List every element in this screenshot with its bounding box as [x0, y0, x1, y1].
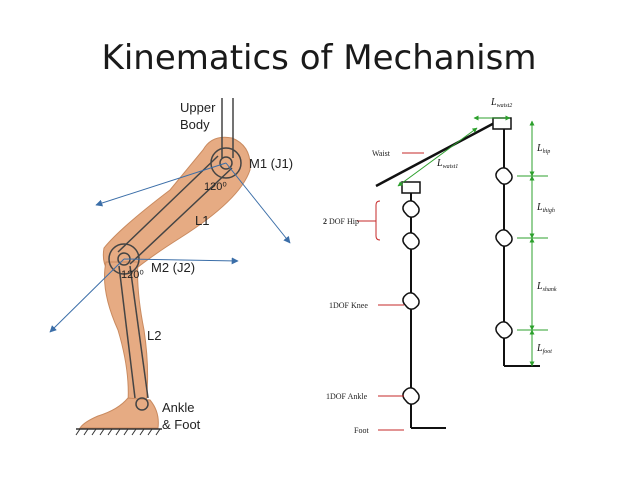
arrow-knee-right: [123, 257, 239, 265]
shank-shape: [104, 261, 149, 405]
rear-joints: [495, 167, 513, 339]
label-waist: Waist: [372, 149, 391, 158]
label-angle-knee: 120⁰: [121, 269, 144, 281]
joint-m1-outer: [210, 147, 242, 179]
leg-illustration: Upper Body M1 (J1) 120⁰ L1 M2 (J2) 120⁰ …: [49, 98, 293, 436]
label-m1: M1 (J1): [249, 156, 293, 171]
joint-ankle: [135, 397, 149, 411]
label-l-waist2: Lwaist2: [490, 97, 512, 109]
arrow-knee-down: [49, 258, 125, 333]
label-l2: L2: [147, 328, 161, 343]
joint-m1-inner: [219, 156, 233, 170]
waist-bar: [375, 118, 501, 188]
label-dof-ankle: 1DOF Ankle: [326, 392, 368, 401]
slide-title: Kinematics of Mechanism: [101, 38, 537, 78]
arrow-hip-left: [95, 162, 227, 207]
label-ankle-2: & Foot: [162, 417, 201, 432]
label-l-foot: Lfoot: [536, 343, 552, 355]
label-foot: Foot: [354, 426, 369, 435]
rear-hip-block: [492, 117, 512, 130]
arrow-hip-down: [225, 162, 291, 244]
link-l1-a: [117, 155, 219, 253]
label-upper-1: Upper: [180, 100, 216, 115]
label-m2: M2 (J2): [151, 260, 195, 275]
label-angle-hip: 120⁰: [204, 181, 227, 193]
label-l1: L1: [195, 213, 209, 228]
label-l-thigh: Lthigh: [536, 202, 555, 214]
link-l1-b: [129, 167, 233, 265]
front-hip-block: [401, 181, 421, 194]
front-joints: [402, 200, 420, 405]
kinematic-schematic: Lwaist2 Lwaist1 Lhip Lthigh Lshank Lfoot…: [323, 97, 557, 435]
link-l2-b: [129, 265, 149, 399]
link-l2-a: [118, 265, 136, 399]
ground-hatch: [75, 428, 161, 436]
label-dof-knee: 1DOF Knee: [329, 301, 368, 310]
foot-shape: [79, 397, 159, 429]
label-l-hip: Lhip: [536, 143, 550, 155]
label-dof-hip: 2 DOF Hip: [323, 217, 359, 226]
label-upper-2: Body: [180, 117, 210, 132]
label-l-shank: Lshank: [536, 281, 557, 293]
green-dimensions: [397, 115, 548, 367]
label-ankle-1: Ankle: [162, 400, 195, 415]
label-l-waist1: Lwaist1: [436, 158, 458, 170]
